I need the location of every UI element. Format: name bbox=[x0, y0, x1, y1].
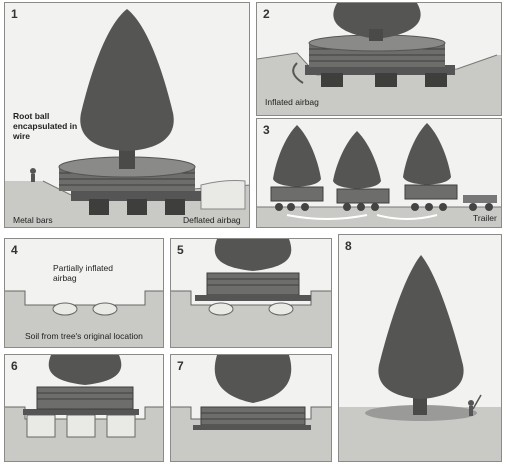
panel-number: 4 bbox=[11, 243, 18, 257]
panel-6: 6 bbox=[4, 354, 164, 462]
panel-number: 2 bbox=[263, 7, 270, 21]
panel-3: 3 Trailer bbox=[256, 118, 502, 228]
panel-2-illustration bbox=[257, 3, 501, 115]
panel-1-illustration bbox=[5, 9, 249, 227]
panel-number: 5 bbox=[177, 243, 184, 257]
panel-4-illustration bbox=[5, 290, 163, 347]
trailer-label: Trailer bbox=[473, 213, 497, 223]
panel-number: 6 bbox=[11, 359, 18, 373]
inflated-airbag-label: Inflated airbag bbox=[265, 97, 319, 107]
panel-number: 1 bbox=[11, 7, 18, 21]
panel-5-illustration bbox=[171, 239, 331, 347]
panel-6-illustration bbox=[5, 355, 163, 461]
panel-1: 1 Root ball encapsulated in wire Metal b… bbox=[4, 2, 250, 228]
panel-2: 2 Inflated airbag bbox=[256, 2, 502, 116]
panel-7-illustration bbox=[171, 355, 331, 461]
panel-7: 7 bbox=[170, 354, 332, 462]
panel-8-illustration bbox=[339, 255, 501, 461]
partially-inflated-airbag-label: Partially inflated airbag bbox=[53, 263, 114, 283]
metal-bar bbox=[71, 191, 201, 201]
deflated-airbag-label: Deflated airbag bbox=[183, 215, 241, 225]
panel-number: 8 bbox=[345, 239, 352, 253]
panel-4: 4 Partially inflated airbag Soil from tr… bbox=[4, 238, 164, 348]
root-ball-label: Root ball encapsulated in wire bbox=[13, 111, 78, 141]
metal-bars-label: Metal bars bbox=[13, 215, 53, 225]
panel-8: 8 bbox=[338, 234, 502, 462]
soil-label: Soil from tree's original location bbox=[25, 331, 143, 341]
panel-3-illustration bbox=[257, 123, 501, 227]
panel-number: 7 bbox=[177, 359, 184, 373]
panel-number: 3 bbox=[263, 123, 270, 137]
panel-5: 5 bbox=[170, 238, 332, 348]
